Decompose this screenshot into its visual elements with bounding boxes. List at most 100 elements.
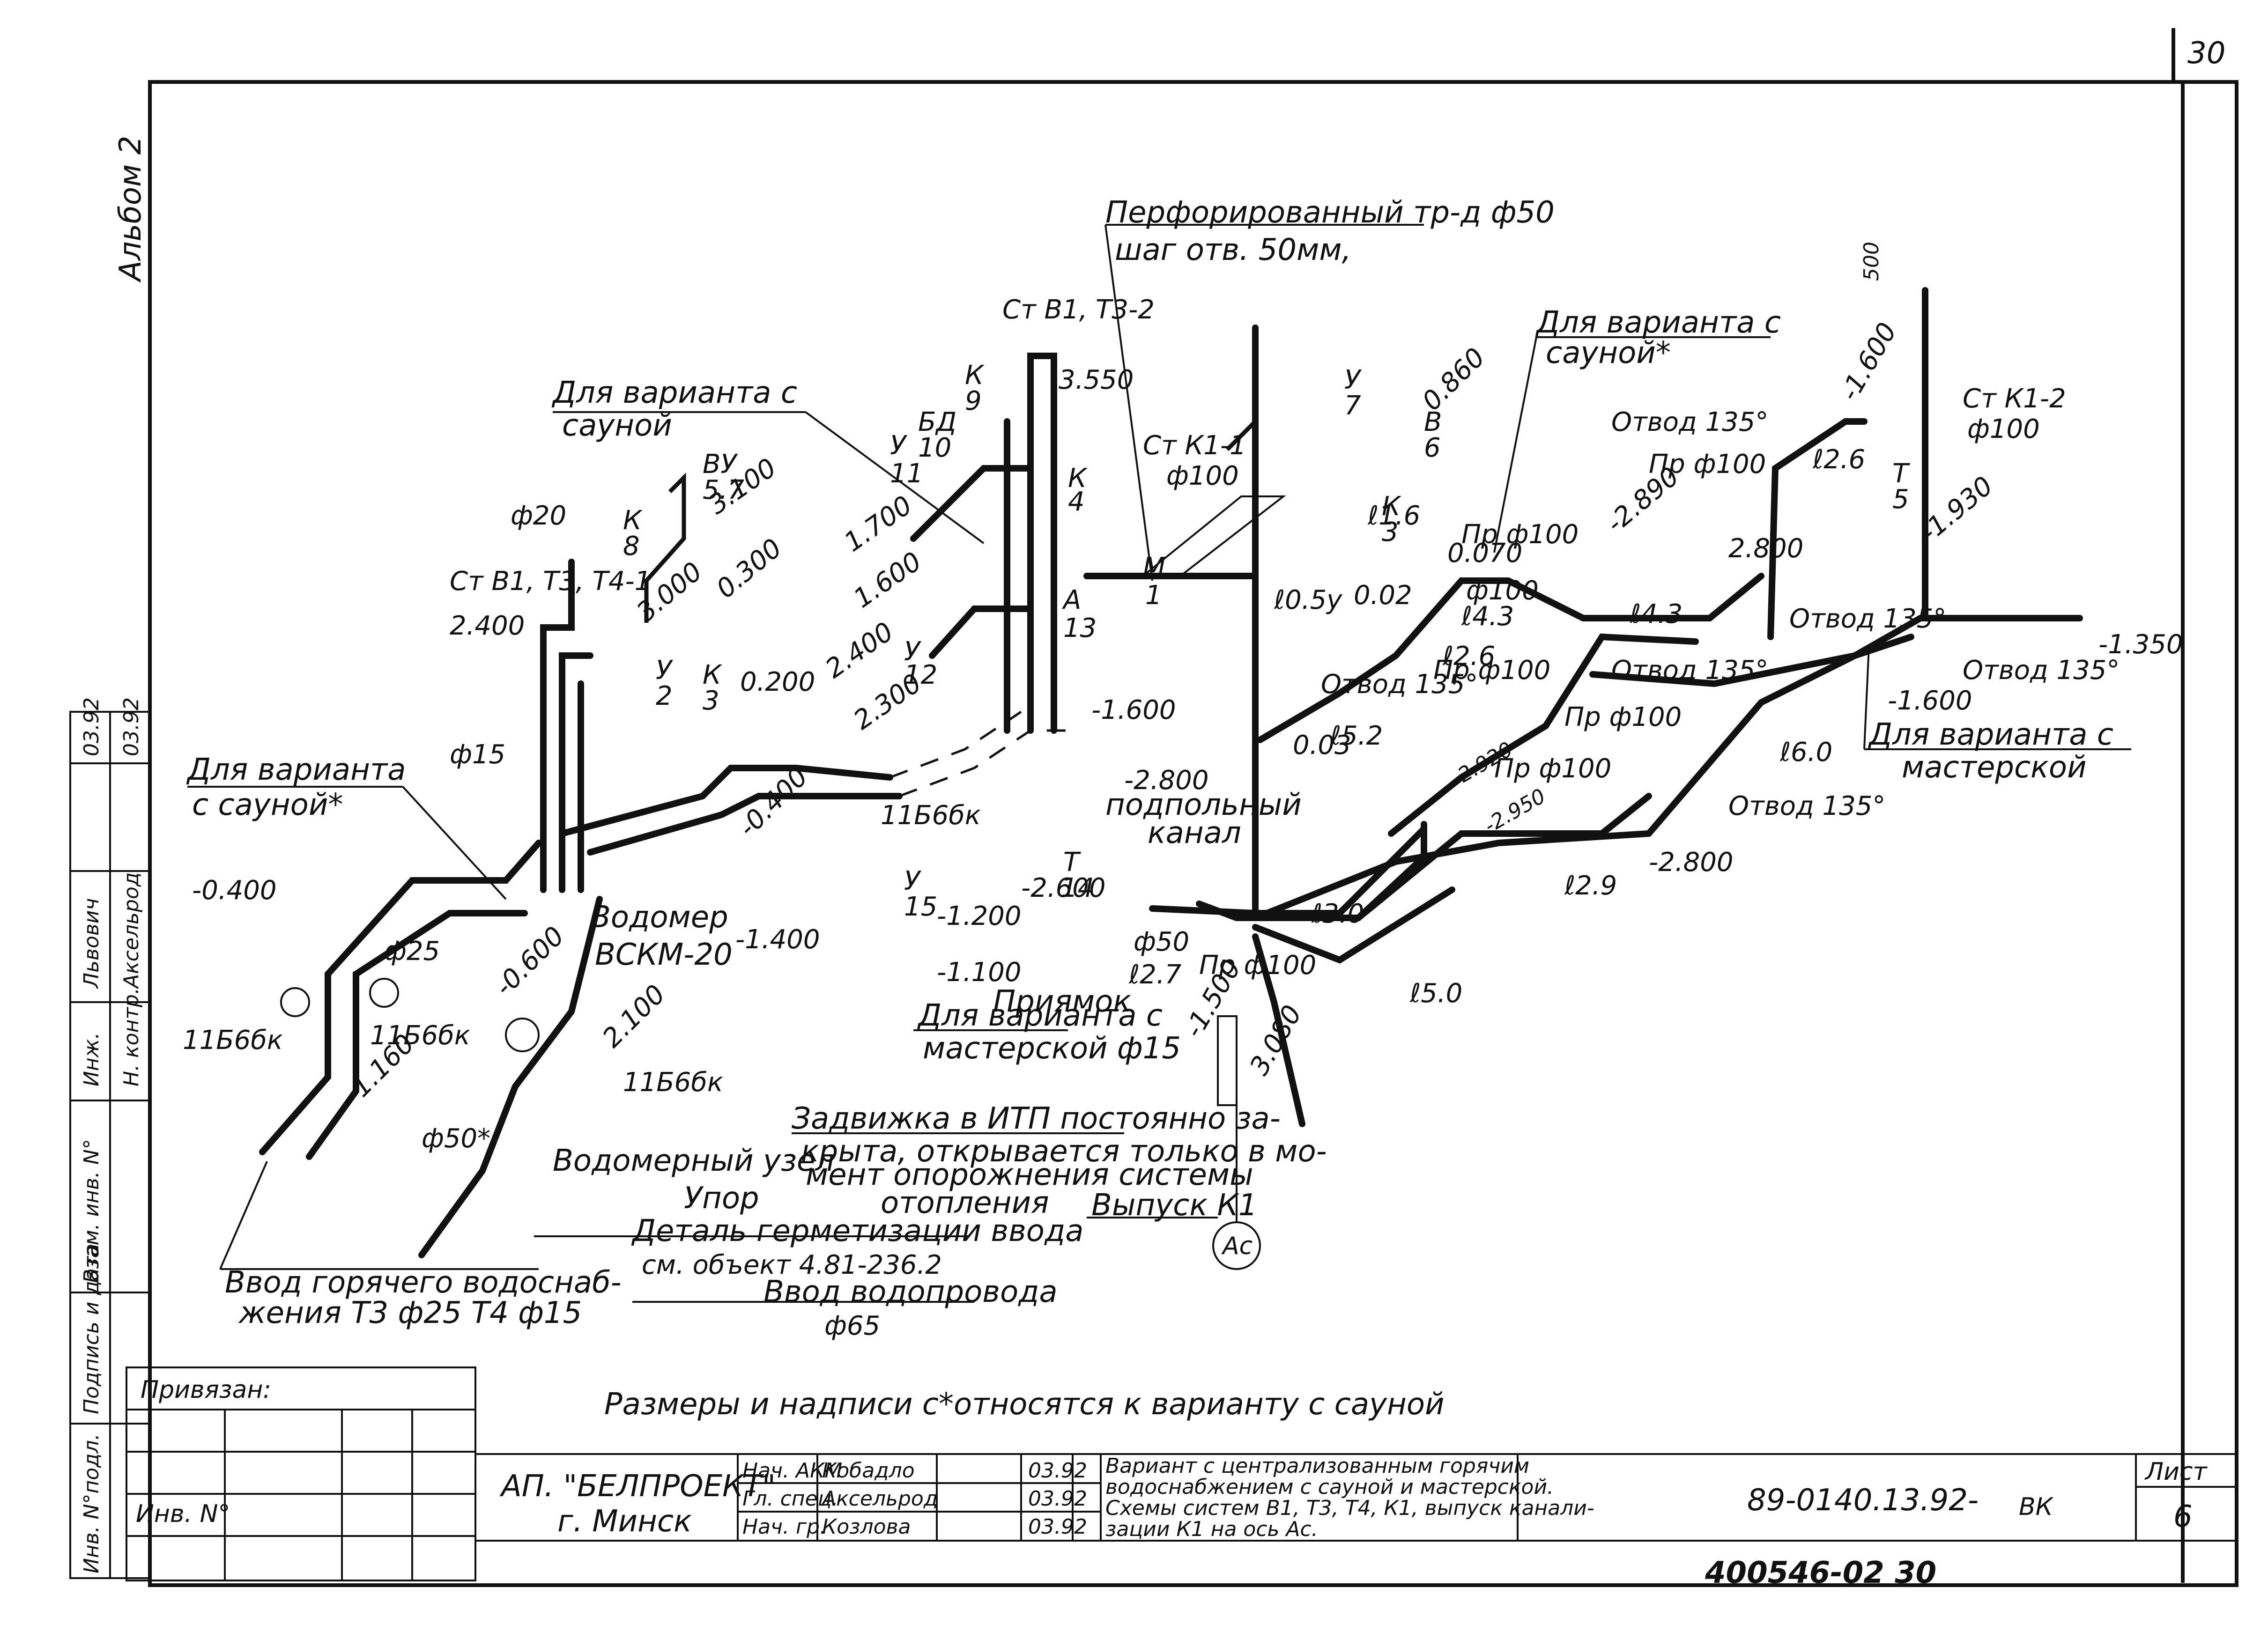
dim-15: ℓ3.0	[1311, 899, 1364, 929]
row-role-1: Нач. АКМ	[742, 1459, 842, 1483]
row-date-1: 03.92	[1028, 1459, 1087, 1483]
pipe-network	[259, 287, 2083, 1258]
dim-6: ф50	[1134, 927, 1189, 957]
label-st-v1-t3-2: Ст В1, Т3-2	[1002, 295, 1155, 325]
mark-0200: 0.200	[740, 667, 815, 697]
pipe-k1-right-main	[1589, 615, 2083, 687]
device-no-3: 10	[918, 433, 951, 463]
list-label: Лист	[2144, 1458, 2208, 1486]
mark-0300: 0.300	[711, 533, 788, 605]
vodomer-circle-3	[505, 1018, 540, 1052]
device-code-10: У	[904, 866, 922, 896]
label-vvod-gvs2: жения Т3 ф25 Т4 ф15	[238, 1296, 582, 1330]
page-corner-number: 30	[2187, 36, 2225, 71]
device-no-8: 1	[1145, 580, 1162, 611]
pipe-dash-t3	[889, 710, 1022, 779]
valve-label-1: 11Б6бк	[183, 1025, 283, 1056]
bottom-stamp: 400546-02 30	[1705, 1556, 1936, 1590]
label-kanal: канал	[1148, 816, 1241, 850]
device-no-12: 2	[656, 681, 673, 711]
diameter-labels: ф20 ф15 ф25 ф50* ф100 ф50 ℓ0.5у ℓ1.6 ℓ2.…	[384, 444, 1865, 1154]
diagram-labels: Перфорированный тр-д ф50 шаг отв. 50мм, …	[186, 195, 2120, 1341]
mark-m1100: -1.100	[937, 957, 1022, 988]
valve-label-4: 11Б6бк	[881, 800, 981, 831]
desc-line-4: зации К1 на ось Ас.	[1105, 1517, 1318, 1541]
mark-3080: 3.080	[1244, 1000, 1308, 1080]
label-vypusk: Выпуск К1	[1091, 1188, 1258, 1223]
label-otvod-5: Отвод 135°	[1963, 655, 2120, 686]
reference-hatch-box	[1217, 1015, 1238, 1106]
org-name: АП. "БЕЛПРОЕКТ"	[499, 1469, 776, 1504]
label-st-v1-t3-t4-1: Ст В1, Т3, Т4-1	[450, 566, 651, 597]
label-var-sauna-top2: сауной	[562, 408, 672, 443]
dim-4: ф50*	[422, 1123, 490, 1154]
pipe-k1-main	[1257, 573, 1764, 743]
mark-0070: 0.070	[1447, 538, 1522, 569]
inv-no-label: Инв. N°	[136, 1500, 230, 1528]
label-var-workshop-mid: Для варианта с	[917, 998, 1163, 1033]
label-pr100-2: Пр ф100	[1461, 519, 1579, 550]
mark-m1600b: -1.600	[1834, 318, 1903, 406]
device-no-5: 12	[904, 660, 937, 690]
device-no-14: 7	[1344, 391, 1361, 421]
label-otvod-2: Отвод 135°	[1611, 655, 1768, 686]
label-st-k1-2-d: ф100	[1967, 414, 2040, 444]
pipe-k1-riser2-branch	[1767, 418, 1868, 640]
pipe-k1-tail	[1252, 886, 1455, 964]
mark-m0600: -0.600	[489, 921, 571, 1002]
privyazan-label: Привязан:	[141, 1376, 271, 1404]
pipe-main-diag2	[587, 793, 903, 856]
device-code-6: К	[1068, 463, 1088, 494]
pipe-upper-branch	[910, 465, 1034, 542]
device-no-11: 5.7	[703, 475, 744, 505]
dim-1: ф20	[511, 501, 566, 531]
device-no-16: 3	[1382, 517, 1399, 547]
label-var-sauna-right2: сауной*	[1546, 336, 1671, 370]
valve-label-3: 11Б6бк	[623, 1067, 723, 1098]
mark-m1600a: -1.600	[1091, 695, 1176, 725]
pipe-k1-stub	[1225, 420, 1257, 451]
mark-2400b: 2.400	[450, 611, 525, 641]
mark-m1200: -1.200	[937, 901, 1022, 931]
vodomer-circle-1	[280, 987, 310, 1017]
desc-line-2: водоснабжением с сауной и мастерской.	[1105, 1475, 1554, 1499]
dim-14: ℓ2.9	[1564, 871, 1617, 901]
mark-500: 500	[1860, 242, 1883, 281]
device-code-12: У	[656, 655, 674, 686]
pipe-riser-center	[1027, 353, 1057, 734]
album-label: Альбом 2	[113, 136, 148, 283]
label-priyamok: Приямок	[993, 984, 1131, 1019]
device-code-5: У	[904, 636, 922, 667]
row-date-3: 03.92	[1028, 1515, 1087, 1539]
mark-m1400: -1.400	[735, 924, 820, 955]
strip-date1: 03.92	[80, 697, 104, 756]
label-var-sauna-top: Для варианта с	[551, 376, 797, 410]
desc-line-1: Вариант с централизованным горячим	[1105, 1454, 1529, 1478]
mark-1600: 1.600	[848, 546, 927, 614]
pipe-k1-lower2	[1645, 634, 1914, 837]
label-vvod-vod: Ввод водопровода	[763, 1275, 1058, 1309]
pipe-upper-branch2	[929, 606, 1034, 659]
mark-m2800b: -2.800	[1649, 847, 1734, 878]
row-name-3: Козлова	[822, 1515, 911, 1539]
label-vvod-gvs1: Ввод горячего водоснаб-	[225, 1265, 622, 1300]
pipe-sauna-branch	[644, 473, 686, 623]
level-marks: 3.550 1.700 1.600 2.400 2.300 -1.600 -2.…	[192, 242, 2183, 1110]
device-code-13: К	[703, 660, 722, 690]
label-vodomer: Водомер	[590, 900, 728, 935]
pipe-main-diag1	[559, 765, 893, 837]
mark-0860: 0.860	[1416, 342, 1491, 417]
row-name-2: Аксельрод	[821, 1487, 938, 1511]
pipe-riser-left2	[559, 652, 593, 893]
label-otvod-1: Отвод 135°	[1321, 669, 1478, 700]
device-no-6: 4	[1068, 487, 1085, 517]
label-vodomer-type: ВСКМ-20	[595, 938, 733, 972]
label-st-k1-1-d: ф100	[1166, 461, 1239, 491]
pipe-v1-entry	[418, 896, 603, 1258]
label-var-workshop-right2: мастерской	[1902, 750, 2087, 785]
dim-16: ℓ5.0	[1409, 978, 1462, 1009]
mark-2400a: 2.400	[820, 616, 899, 684]
mark-m1600c: -1.600	[1888, 686, 1972, 716]
label-otvod-6: Отвод 135°	[1611, 407, 1768, 437]
strip-akselrod: Аксельрод	[119, 872, 143, 990]
